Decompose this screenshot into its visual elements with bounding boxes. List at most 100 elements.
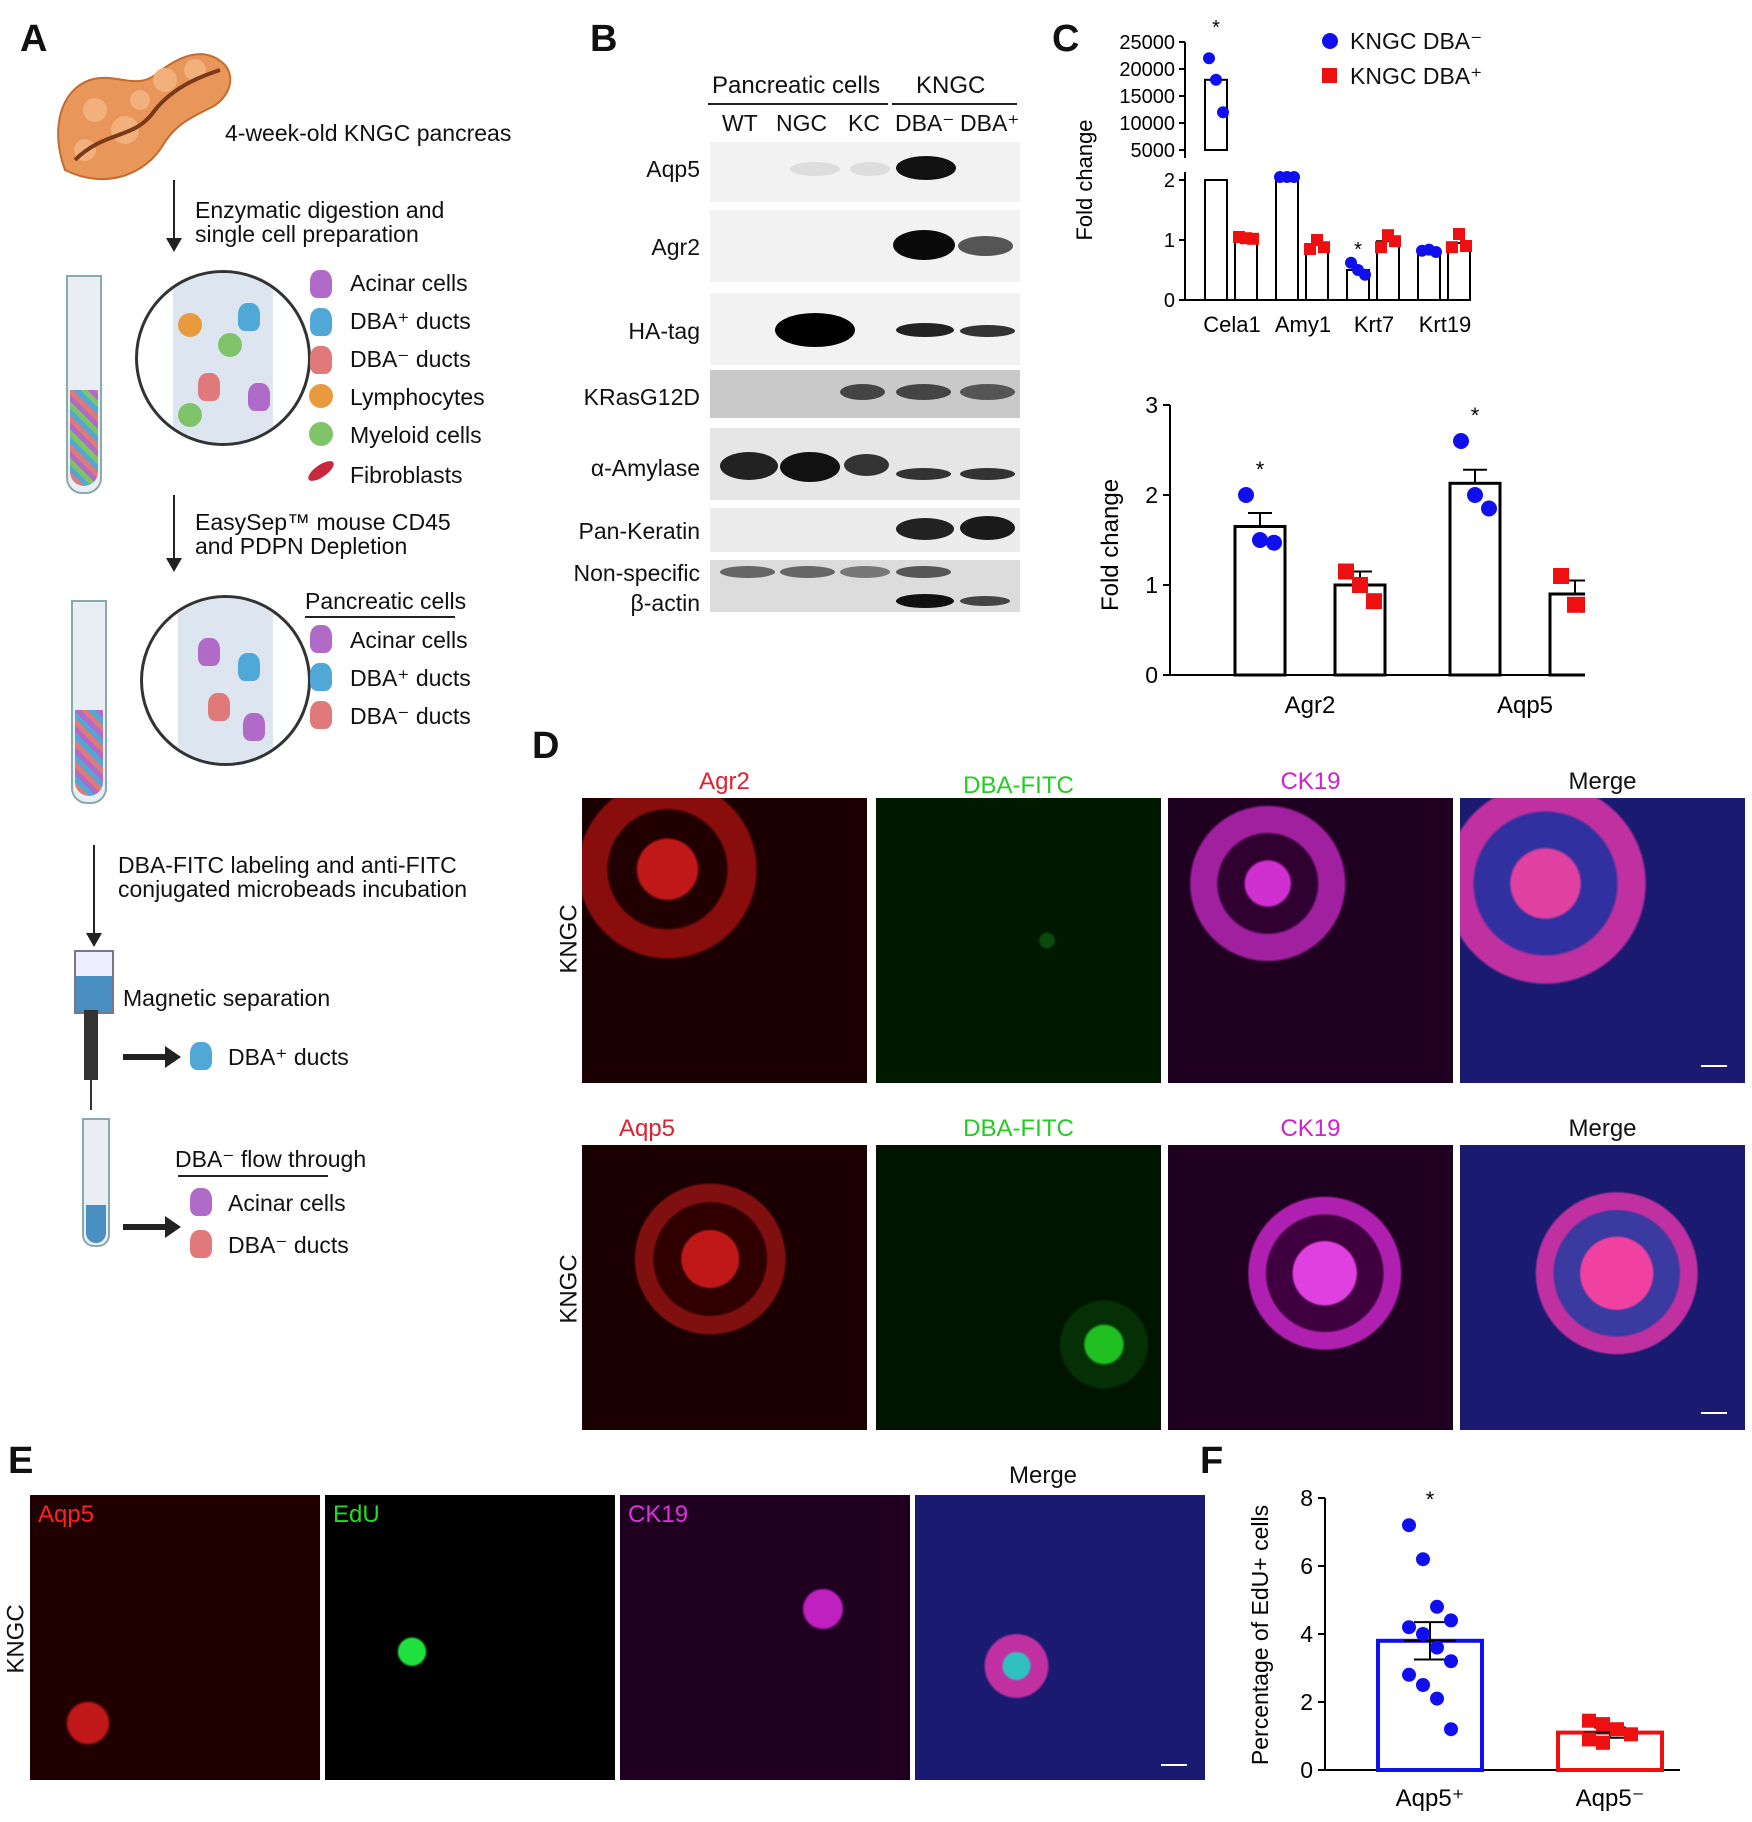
blot-row-agr2: Agr2 — [651, 234, 700, 260]
pancreas-illustration — [57, 53, 232, 181]
data-point — [1238, 487, 1254, 503]
flow-through-underline — [178, 1175, 328, 1177]
blot-aqp5 — [710, 142, 1020, 202]
d-row2-ck19-image — [1168, 1145, 1453, 1430]
d-row1-side: KNGC — [555, 904, 583, 974]
lens-1 — [135, 270, 311, 446]
data-point — [1352, 577, 1368, 593]
d-row2-merge-image — [1460, 1145, 1745, 1430]
band — [896, 384, 951, 400]
legend1-lymphocytes: Lymphocytes — [350, 384, 485, 410]
output-arrow-2 — [123, 1224, 168, 1230]
legend2-dba-pos: DBA⁺ ducts — [350, 665, 471, 691]
legend1-fibroblasts: Fibroblasts — [350, 462, 463, 488]
d-row2-ch3: CK19 — [1280, 1115, 1341, 1142]
bar-lower — [1275, 179, 1299, 301]
y-tick-label: 4 — [1300, 1621, 1313, 1647]
flow-arrow-3 — [93, 845, 95, 935]
data-point — [1416, 1678, 1430, 1692]
bar — [1233, 525, 1287, 677]
data-point — [1553, 568, 1569, 584]
band — [896, 566, 951, 578]
y-tick-label: 15000 — [1119, 86, 1175, 108]
data-point — [1416, 1552, 1430, 1567]
data-point — [1402, 1667, 1416, 1682]
blot-kras — [710, 370, 1020, 418]
y-axis-title: Fold change — [1072, 119, 1097, 240]
step1-line2: single cell preparation — [195, 221, 419, 247]
legend2-acinar: Acinar cells — [350, 627, 468, 653]
e-edu-image: EdU — [325, 1495, 615, 1780]
legend2-dba-neg: DBA⁻ ducts — [350, 703, 471, 729]
step2-line2: and PDPN Depletion — [195, 533, 408, 559]
flow-arrow-2 — [173, 495, 175, 560]
band — [896, 594, 954, 608]
d-row1-ch3: CK19 — [1280, 768, 1341, 795]
magnetic-column-body — [84, 1010, 98, 1080]
d-row1-agr2-image — [582, 798, 867, 1083]
data-point — [1624, 1727, 1638, 1742]
blot-row-aqp5: Aqp5 — [646, 156, 700, 182]
y-tick-label: 0 — [1164, 290, 1175, 312]
lane-dba-pos: DBA⁺ — [960, 110, 1020, 136]
e-ck19-image: CK19 — [620, 1495, 910, 1780]
significance-star: * — [1471, 403, 1480, 428]
lens1-acinar — [248, 383, 270, 411]
band — [960, 384, 1015, 400]
e-ch3-label: CK19 — [628, 1501, 689, 1528]
dba-pos-duct-icon — [310, 308, 332, 336]
lens2-acinar-2 — [243, 713, 265, 741]
dba-pos-duct-icon-2 — [310, 663, 332, 691]
e-ch2-label: EdU — [333, 1501, 380, 1528]
band — [850, 162, 890, 176]
data-point — [1430, 1691, 1444, 1706]
band — [896, 468, 951, 480]
data-point — [1610, 1722, 1624, 1737]
data-point — [1582, 1732, 1596, 1747]
data-point — [1446, 241, 1458, 254]
step1-text: Enzymatic digestion and single cell prep… — [195, 198, 444, 246]
lane-wt: WT — [722, 110, 758, 136]
data-point — [1444, 1613, 1458, 1628]
d-row1-ch1: Agr2 — [699, 768, 750, 795]
y-axis-title: Percentage of EdU+ cells — [1247, 1505, 1273, 1765]
myeloid-icon — [309, 422, 333, 446]
lens2-duct-pos — [238, 653, 260, 681]
data-point — [1444, 1654, 1458, 1669]
acinar-icon — [310, 270, 332, 298]
step3-line1: DBA-FITC labeling and anti-FITC — [118, 852, 457, 878]
blot-group-pancreatic-line — [708, 103, 888, 105]
pancreatic-cells-title: Pancreatic cells — [305, 588, 467, 614]
band — [896, 518, 954, 540]
data-point — [1460, 240, 1472, 252]
blot-amylase — [710, 428, 1020, 500]
legend-dba-pos-marker — [1322, 68, 1337, 83]
bar — [1234, 237, 1258, 301]
band — [844, 454, 889, 476]
panel-letter-f: F — [1200, 1440, 1224, 1482]
significance-star: * — [1426, 1487, 1435, 1512]
bar-lower — [1204, 179, 1228, 301]
band — [958, 236, 1013, 256]
band — [840, 566, 890, 578]
d-row2-dba-image — [876, 1145, 1161, 1430]
blot-group-kngc-line — [892, 103, 1017, 105]
d-row2-ch1: Aqp5 — [618, 1115, 676, 1142]
band — [960, 325, 1015, 337]
legend-dba-pos-label: KNGC DBA⁺ — [1350, 63, 1483, 89]
band — [896, 156, 956, 180]
acinar-icon-2 — [310, 625, 332, 653]
data-point — [1203, 52, 1215, 65]
legend-dba-neg-label: KNGC DBA⁻ — [1350, 28, 1483, 54]
x-tick-label: Amy1 — [1275, 312, 1331, 337]
y-axis-title: Fold change — [1097, 479, 1124, 611]
legend1-acinar: Acinar cells — [350, 270, 468, 296]
y-tick-label: 2 — [1145, 482, 1158, 508]
output-arrow-1 — [123, 1054, 168, 1060]
data-point — [1210, 73, 1222, 86]
data-point — [1288, 170, 1300, 183]
e-side: KNGC — [2, 1604, 30, 1674]
band — [960, 516, 1015, 540]
d-row2-aqp5-image — [582, 1145, 867, 1430]
